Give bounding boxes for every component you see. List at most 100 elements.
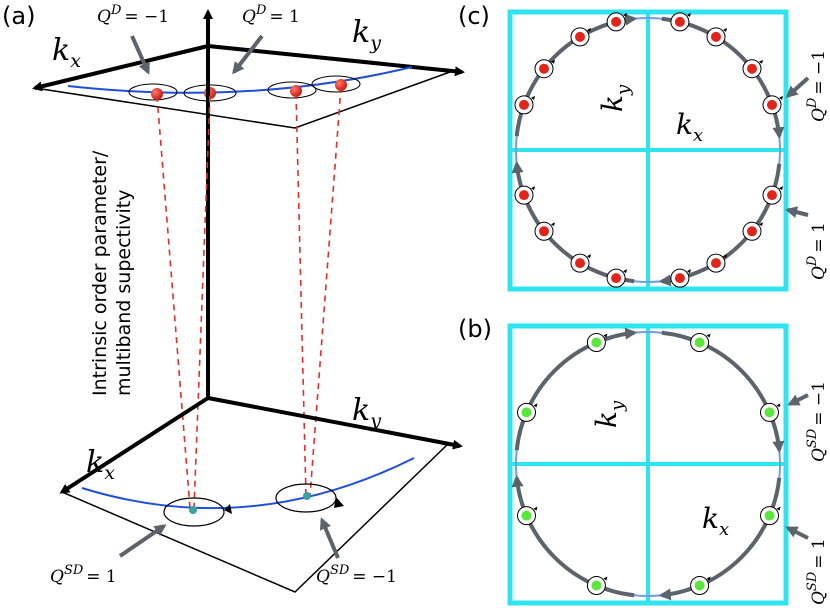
green-point <box>764 407 775 418</box>
winding-arrow <box>533 506 538 511</box>
winding-arc <box>514 327 638 451</box>
red-point <box>747 226 757 237</box>
red-point <box>575 31 585 42</box>
winding-arrow <box>533 403 538 408</box>
top-ky-label: ky <box>352 15 381 54</box>
top-loop <box>311 75 361 93</box>
red-point <box>611 16 622 27</box>
red-point <box>539 63 549 74</box>
red-point <box>519 99 529 110</box>
winding-arrow <box>623 12 628 17</box>
red-point <box>767 99 777 110</box>
winding-arrow <box>723 254 727 259</box>
winding-arrow <box>706 576 711 581</box>
qsd-minus-side-label: QSD= −1 <box>805 381 829 462</box>
pointer-arrow <box>118 524 167 558</box>
winding-arrow <box>759 59 763 64</box>
winding-arrow <box>706 333 711 338</box>
guide-line <box>193 95 211 509</box>
top-fermi-arc <box>67 66 413 94</box>
winding-arrow <box>334 497 344 508</box>
winding-arrow <box>686 12 691 17</box>
green-point <box>591 580 602 591</box>
green-point <box>303 492 311 500</box>
red-point <box>611 273 622 284</box>
qsd-plus-side-label: QSD= 1 <box>805 538 829 605</box>
bottom-loop <box>163 497 225 527</box>
red-point <box>747 63 757 74</box>
guide-line <box>309 86 342 497</box>
winding-arrow <box>531 186 535 191</box>
panel-c-ky-label: ky <box>596 84 634 112</box>
top-plane: kx ky QD= −1 QD= 1 <box>32 3 465 129</box>
winding-arrow <box>776 403 781 408</box>
qd-minus-label: QD= −1 <box>97 3 169 27</box>
green-point <box>521 510 532 521</box>
winding-arrow <box>531 95 535 100</box>
pointer-arrow <box>319 517 340 559</box>
green-point <box>764 510 775 521</box>
red-point <box>151 88 163 100</box>
vertical-axis-label: Intrinsic order parameter/ multiband sup… <box>89 145 135 396</box>
bottom-ky-axis <box>207 396 463 450</box>
panel-b-fermi-circle <box>515 331 781 597</box>
red-point <box>674 16 685 27</box>
winding-arrow <box>587 27 591 32</box>
red-point <box>335 79 347 91</box>
qsd-minus-label: QSD= −1 <box>316 563 397 587</box>
qd-minus-side-label: QD= −1 <box>805 50 829 122</box>
panel-b-kx-label: kx <box>702 502 729 540</box>
top-kx-axis <box>32 44 209 92</box>
bottom-plane: kx ky QSD= 1 QSD= −1 <box>50 393 463 593</box>
pointer-arrow <box>787 393 809 406</box>
pointer-arrow <box>232 34 264 75</box>
top-loop <box>267 81 317 99</box>
winding-arrow <box>623 269 628 274</box>
points-b <box>517 333 781 595</box>
red-point <box>519 190 529 201</box>
red-point <box>539 226 549 237</box>
winding-arrow <box>759 222 763 227</box>
projection-guides <box>156 86 342 509</box>
winding-arrow <box>723 27 727 32</box>
winding-arc <box>511 474 635 598</box>
winding-arrow <box>779 95 783 100</box>
winding-arrow <box>587 254 591 259</box>
green-point <box>694 337 705 348</box>
panel-c-label: (c) <box>458 2 490 30</box>
bottom-fermi-arc <box>81 457 415 510</box>
panel-c-kx-label: kx <box>676 108 703 146</box>
qsd-plus-label: QSD= 1 <box>50 563 117 587</box>
winding-arrow <box>603 576 608 581</box>
red-point <box>575 258 585 269</box>
qd-plus-label: QD= 1 <box>242 3 300 27</box>
bottom-kx-label: kx <box>86 445 115 484</box>
red-point <box>674 273 685 284</box>
panel-c: (c) ky kx QD= −1 QD= 1 <box>458 2 829 292</box>
pointer-arrow <box>785 76 810 99</box>
green-point <box>521 407 532 418</box>
points-c <box>514 12 783 288</box>
guide-line <box>156 95 191 509</box>
panel-b-ky-label: ky <box>590 400 628 428</box>
winding-arrow <box>779 186 783 191</box>
winding-arrow <box>776 506 781 511</box>
red-point <box>711 31 721 42</box>
bottom-kx-axis <box>59 396 210 494</box>
winding-arc <box>661 330 785 454</box>
winding-arrow <box>551 59 555 64</box>
pointer-arrow <box>130 35 150 75</box>
qd-plus-side-label: QD= 1 <box>805 222 829 280</box>
panel-a-label: (a) <box>2 2 35 30</box>
green-point <box>591 337 602 348</box>
bottom-plane-outline <box>60 397 450 593</box>
bottom-ky-label: ky <box>352 393 381 432</box>
pointer-arrow <box>785 526 809 540</box>
pointer-arrow <box>785 206 809 219</box>
winding-arrow <box>686 269 691 274</box>
panel-c-fermi-circle <box>515 17 781 283</box>
red-point <box>711 258 721 269</box>
top-loop <box>128 83 178 101</box>
panel-b: (b) ky kx QSD= −1 QSD= 1 <box>458 315 829 606</box>
